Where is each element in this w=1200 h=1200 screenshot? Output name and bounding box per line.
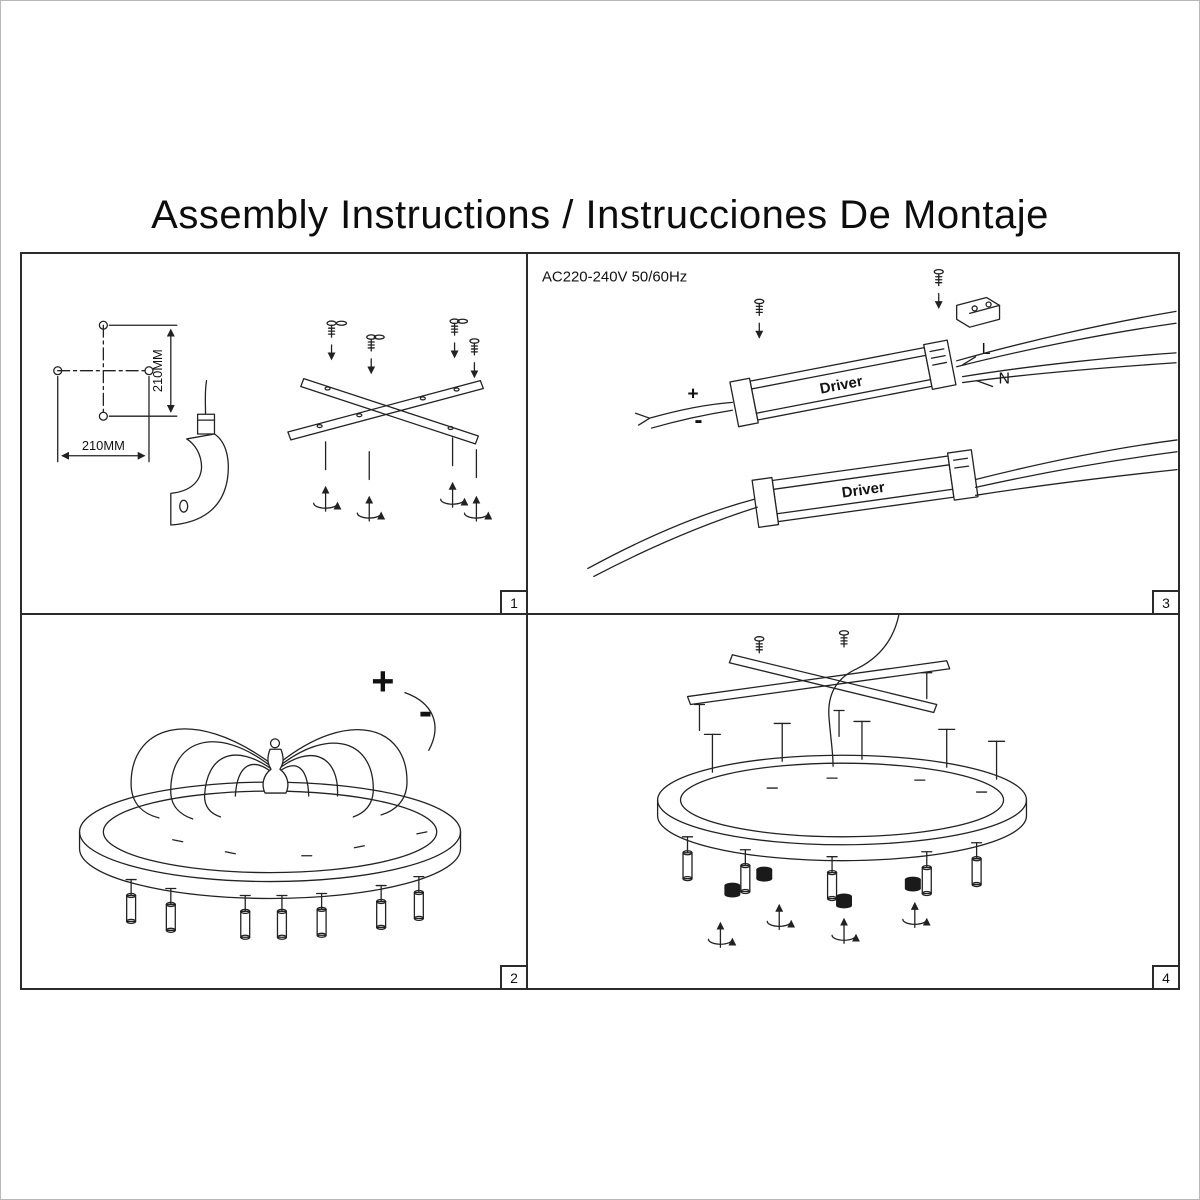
panel-number-3: 3 (1152, 590, 1178, 613)
panel-step-2: + - (22, 615, 528, 988)
hanging-rod-icon (165, 887, 177, 933)
mounting-clip (956, 296, 1001, 328)
end-cap-icon (904, 876, 921, 892)
panel-step-3: AC220-240V 50/60Hz Driver (528, 254, 1178, 615)
rotate-arrow-icon (314, 487, 338, 511)
mains-wires (956, 310, 1177, 388)
rotate-arrow-icon (708, 923, 732, 947)
rotate-arrow-icon (357, 497, 381, 521)
hanging-rod-icon (316, 892, 328, 938)
supply-cable (828, 615, 900, 767)
minus-label: - (419, 689, 432, 733)
lower-driver-wires (587, 439, 1178, 578)
step4-diagram (656, 615, 1028, 988)
hanging-rod-icon (681, 836, 694, 882)
power-wire (404, 691, 436, 751)
panel-number-4: 4 (1152, 965, 1178, 988)
step3-diagram: AC220-240V 50/60Hz Driver (542, 268, 1178, 578)
screw-icon (326, 320, 337, 338)
hanging-rod-icon (239, 894, 251, 940)
through-screws (703, 720, 1006, 780)
rotate-arrow-icon (903, 903, 927, 927)
canopy-disc (656, 754, 1028, 862)
hanging-rod-icon (826, 856, 838, 902)
hook-part (170, 379, 229, 526)
end-cap-icon (724, 882, 741, 898)
hole-marks (766, 777, 988, 793)
center-finial (262, 738, 289, 794)
line-label: L (982, 341, 991, 358)
hanging-rod-icon (413, 875, 425, 922)
step1-diagram: 210MM 210MM (53, 318, 526, 526)
hanging-rod-icon (276, 894, 288, 940)
step2-diagram: + - (78, 660, 462, 940)
rotate-arrow-icon (767, 905, 791, 929)
rotate-arrow-icon (441, 483, 465, 507)
dim-horizontal-label: 210MM (82, 438, 125, 453)
driver-label-lower: Driver (841, 480, 886, 502)
screw-icon (754, 298, 765, 316)
driver-box-upper: Driver (729, 339, 957, 428)
hole-marks (172, 831, 428, 857)
page-title: Assembly Instructions / Instrucciones De… (151, 193, 1049, 237)
voltage-label: AC220-240V 50/60Hz (542, 270, 687, 286)
input-wires (635, 401, 734, 429)
driver-box-lower: Driver (751, 449, 979, 528)
panel-number-2: 2 (500, 965, 526, 988)
end-cap-icon (836, 893, 853, 909)
minus-label: - (694, 407, 702, 434)
plus-label: + (371, 660, 394, 704)
screw-icon (754, 636, 765, 654)
hanging-rod-icon (970, 842, 983, 888)
hanging-rod-icon (375, 884, 387, 930)
end-cap-icon (756, 866, 773, 882)
plus-label: + (688, 382, 699, 403)
screw-icon (469, 338, 480, 356)
canopy-disc (78, 781, 462, 900)
hanging-rod-icon (739, 849, 751, 895)
panel-step-4: 4 (528, 615, 1178, 988)
screw-icon (933, 268, 944, 287)
canopy-wires (130, 728, 408, 820)
hanging-rod-icon (921, 851, 933, 897)
panel-number-1: 1 (500, 590, 526, 613)
drill-template-cross (53, 320, 178, 463)
rotate-arrow-icon (832, 919, 856, 943)
panel-step-1: 210MM 210MM (22, 254, 528, 615)
rotate-arrow-icon (464, 497, 488, 521)
ceiling-bracket (686, 630, 951, 737)
neutral-label: N (999, 371, 1011, 388)
panel-grid: 210MM 210MM (20, 252, 1180, 990)
screw-icon (838, 630, 850, 648)
cross-bracket-assembly (287, 318, 488, 521)
hanging-rod-icon (125, 878, 137, 924)
dim-vertical-label: 210MM (150, 349, 165, 392)
